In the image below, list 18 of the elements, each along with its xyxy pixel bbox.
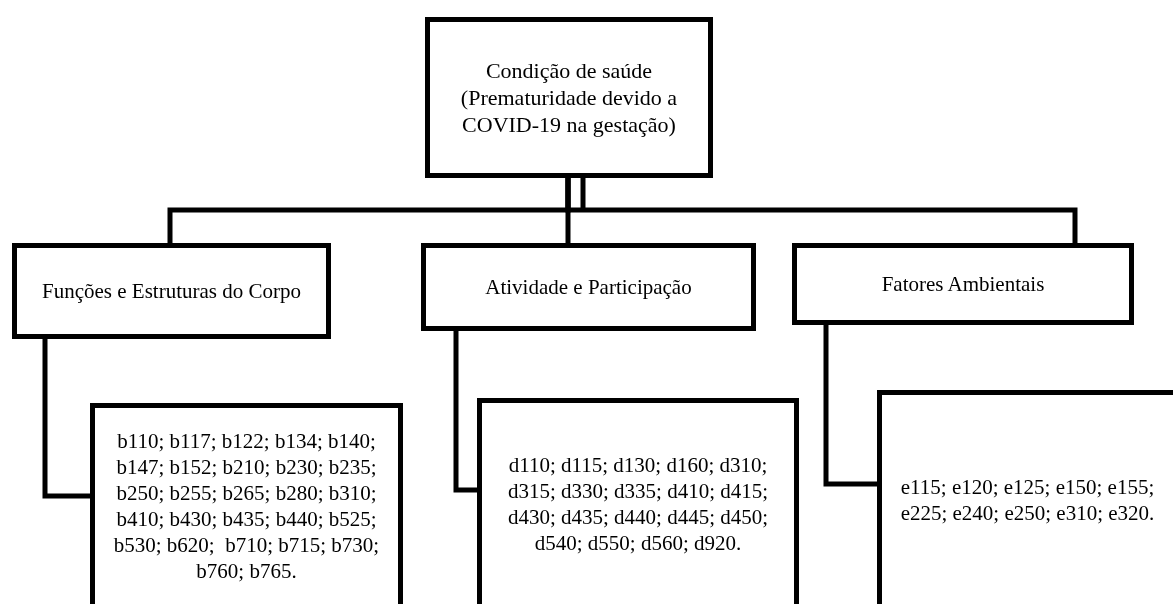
box-text: Funções e Estruturas do Corpo [41,278,302,304]
text-box [425,17,713,178]
text-box [90,403,403,604]
text-box [421,243,756,331]
box-text: Atividade e Participação [484,274,693,300]
box-text: d110; d115; d130; d160; d310; d315; d330; d335; d410; d415; d430; d435; d440; d445; d450; d540; d550; d560; d920. [506,451,770,556]
connector-line [565,178,1078,243]
box-text: e115; e120; e125; e150; e155; e225; e240; e250; e310; e320. [899,473,1156,526]
connector-line [823,325,877,487]
text-box [12,243,331,339]
connector-line [453,331,477,493]
box-text: Fatores Ambientais [880,271,1046,297]
box-text: b110; b117; b122; b134; b140; b147; b152; b210; b230; b235; b250; b255; b265; b280; b310; b410; b430; b435; b440; b525; b530; b620; b710; b715; b730; b760; b765. [112,428,381,584]
box-text: Condição de saúde (Prematuridade devido a COVID-19 na gestação) [459,57,679,138]
text-box [877,390,1173,604]
text-box [477,398,799,604]
text-box [792,243,1134,325]
connector-line [42,339,90,499]
